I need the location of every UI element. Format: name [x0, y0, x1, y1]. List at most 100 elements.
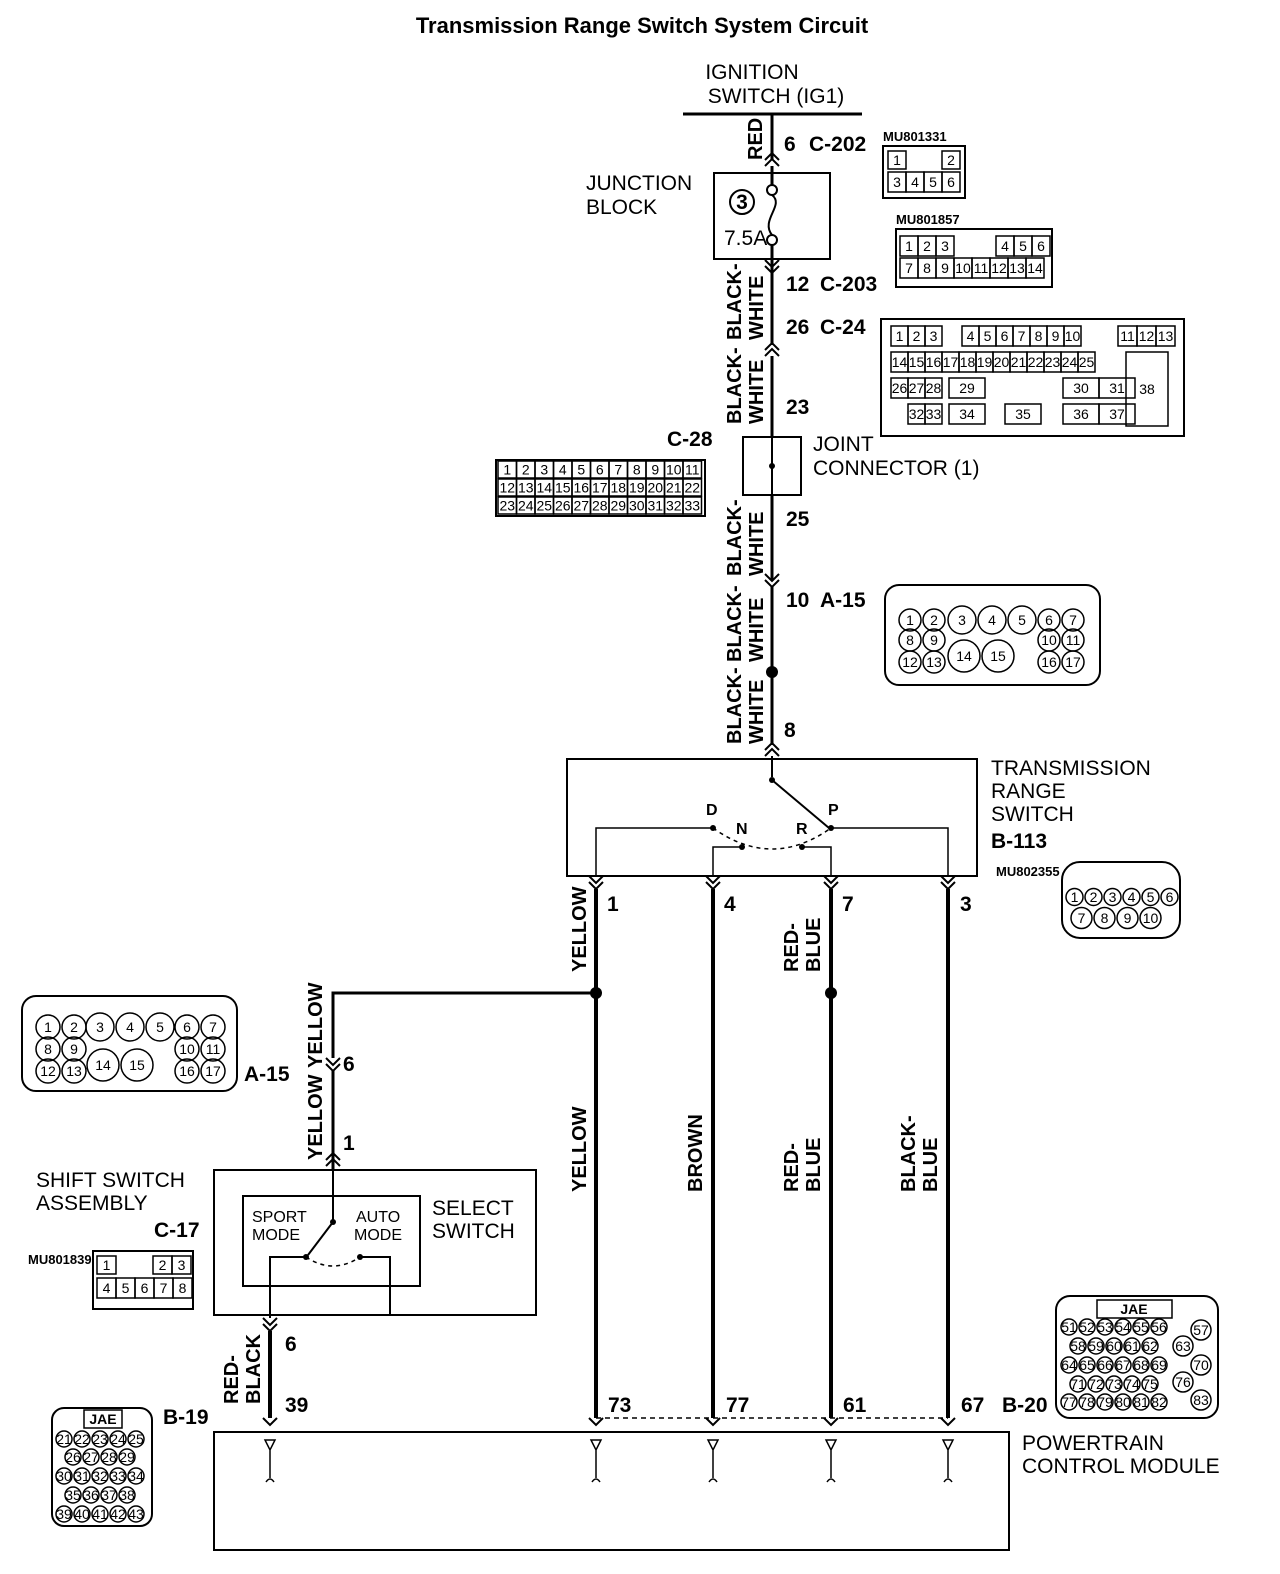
pin-label: 24: [110, 1431, 126, 1447]
joint-label-1: JOINT: [813, 433, 874, 456]
pin-cell: [1132, 1356, 1150, 1374]
pin-label: 13: [926, 654, 942, 670]
c28-label: C-28: [667, 428, 713, 451]
pin-cell: [1141, 1375, 1159, 1393]
pin-cell: [947, 639, 981, 673]
pin-cell: [1093, 906, 1116, 930]
pin-label: 11: [1120, 328, 1135, 344]
pin-label: 5: [1147, 889, 1155, 905]
wire-label-bw-1b: WHITE: [746, 276, 768, 340]
connector-arrow: [823, 1417, 839, 1427]
trs-pos-d: D: [706, 802, 718, 819]
pin-label: 8: [923, 260, 931, 276]
pin-label: 29: [610, 498, 626, 514]
mu801857-label: MU801857: [896, 212, 960, 227]
trs-internal-r: [802, 846, 832, 876]
connector-outline: [495, 459, 706, 517]
pin-label: 1: [905, 238, 913, 254]
pin-cell: [145, 1012, 175, 1042]
pin-cell: [682, 460, 703, 479]
pin-label: 9: [930, 632, 938, 648]
pin-label: 8: [1101, 910, 1109, 926]
terminal-6: 6: [784, 133, 796, 156]
pin-label: 14: [536, 480, 552, 496]
pin-label: 9: [941, 260, 949, 276]
select-switch-1: SELECT: [432, 1197, 514, 1220]
pin-label: 1: [906, 612, 914, 628]
pin-label: 4: [967, 328, 975, 344]
pin-label: 25: [536, 498, 552, 514]
pin-cell: [1123, 1375, 1141, 1393]
pin-cell: [1061, 650, 1085, 674]
pin-label: 82: [1151, 1394, 1167, 1410]
select-switch-arm: [307, 1221, 334, 1256]
wire-label-brown: BROWN: [685, 1114, 707, 1192]
pin-label: 5: [1019, 238, 1027, 254]
pin-cell: [85, 1012, 115, 1042]
wire-label-rb-2a: RED-: [781, 1143, 803, 1192]
pin-cell: [1077, 351, 1096, 373]
connector-arrow: [705, 1417, 721, 1427]
pin-label: 29: [119, 1449, 135, 1465]
wire-label-bw-3a: BLACK-: [724, 499, 746, 576]
pin-label: 32: [909, 406, 925, 422]
pin-cell: [1078, 1318, 1096, 1336]
pin-cell: [1096, 1356, 1114, 1374]
trs-pos-n: N: [736, 821, 748, 838]
pin-label: 80: [1115, 1394, 1131, 1410]
pin-cell: [1025, 257, 1045, 279]
pin-label: 18: [610, 480, 626, 496]
pin-label: 32: [666, 498, 682, 514]
pin-label: 29: [959, 380, 975, 396]
connector-c202: C-202: [809, 133, 866, 156]
ground-symbol: [589, 1439, 603, 1483]
pin-cell: [96, 1255, 117, 1275]
pin-cell: [118, 1448, 136, 1466]
trs-mechanical-link: [712, 827, 832, 850]
connector-c24: C-24: [820, 316, 866, 339]
pin-cell: [73, 1430, 91, 1448]
joint-label-2: CONNECTOR (1): [813, 457, 979, 480]
wire-label-bw-1a: BLACK-: [724, 263, 746, 340]
pin-cell: [1141, 1337, 1159, 1355]
pin-label: 78: [1079, 1394, 1095, 1410]
pin-cell: [981, 639, 1015, 673]
pin-label: 67: [1115, 1357, 1131, 1373]
pin-label: 27: [83, 1449, 99, 1465]
pin-label: 37: [1109, 406, 1125, 422]
pin-label: 10: [1143, 910, 1159, 926]
pin-label: 22: [1028, 354, 1044, 370]
pin-cell: [73, 1505, 91, 1523]
pin-label: 7: [1018, 328, 1026, 344]
pin-cell: [1125, 351, 1169, 427]
pin-cell: [1004, 403, 1042, 425]
pin-label: 20: [994, 354, 1010, 370]
connector-arrow: [588, 875, 604, 891]
trs-terminal-4: 4: [724, 893, 736, 916]
pin-cell: [1132, 1318, 1150, 1336]
pin-label: 26: [892, 380, 908, 396]
connector-a15-top: A-15: [820, 589, 866, 612]
pin-label: 79: [1097, 1394, 1113, 1410]
fuse-number-circle: [729, 189, 755, 215]
wire-label-bw-2b: WHITE: [746, 360, 768, 424]
fuse-number: 3: [736, 191, 748, 214]
pin-label: 8: [906, 632, 914, 648]
pin-label: 38: [119, 1487, 135, 1503]
wire-label-bw-5b: WHITE: [746, 680, 768, 744]
pin-label: 64: [1061, 1357, 1077, 1373]
c17-terminal-6: 6: [285, 1333, 297, 1356]
pin-label: 21: [1011, 354, 1027, 370]
pin-label: 25: [1079, 354, 1095, 370]
wire-yellow-branch: [331, 991, 596, 1058]
pin-cell: [1078, 1393, 1096, 1411]
pin-label: 9: [651, 462, 659, 478]
pin-label: 3: [893, 174, 901, 190]
pin-cell: [109, 1505, 127, 1523]
wire-label-bkb-a: BLACK-: [898, 1115, 920, 1192]
pin-label: 40: [74, 1506, 90, 1522]
pin-label: 30: [629, 498, 645, 514]
pin-label: 28: [592, 498, 608, 514]
